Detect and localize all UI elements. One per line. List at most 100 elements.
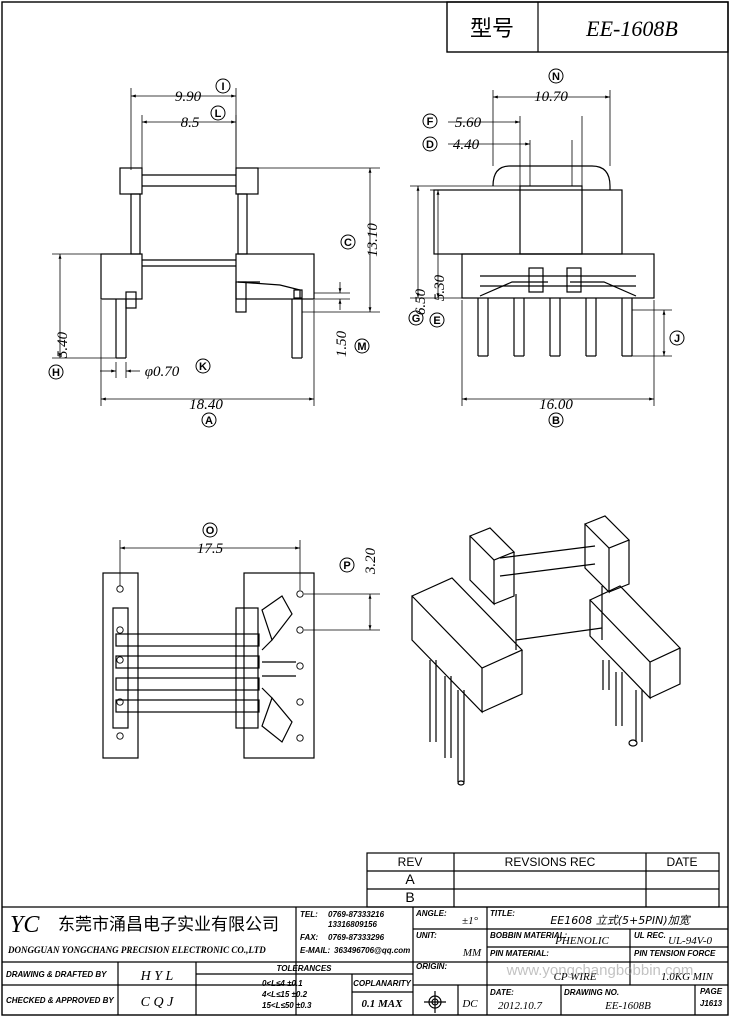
dim-1-50: 1.50: [334, 330, 350, 357]
dim-9-90: 9.90: [175, 89, 202, 105]
bottom-dim-labels: 17.5 3.20: [197, 541, 379, 575]
dim-10-70: 10.70: [534, 89, 568, 105]
page-label: PAGE: [700, 987, 723, 996]
company-info: YC 东莞市涌昌电子实业有限公司 DONGGUAN YONGCHANG PREC…: [7, 910, 410, 955]
company-logo: YC: [10, 912, 40, 938]
marker-A: A: [205, 415, 213, 427]
pin-material-label: PIN MATERIAL:: [490, 949, 549, 958]
origin-value: DC: [461, 998, 478, 1010]
bottom-pin-holes: [116, 585, 304, 742]
angle-label: ANGLE:: [415, 909, 447, 918]
drawing-no-value: EE-1608B: [604, 1000, 651, 1012]
email-label: E-MAIL:: [300, 946, 331, 955]
side-dim-labels: 10.70 5.60 4.40 6.50 5.30 16.00: [413, 89, 573, 413]
pin-material-value: CP WIRE: [554, 971, 597, 983]
front-dim-labels: 9.90 8.5 13.10 5.40 1.50 φ0.70 18.40: [55, 89, 381, 413]
tel-label: TEL:: [300, 910, 318, 919]
approval-info: DRAWING & DRAFTED BY H Y L CHECKED & APP…: [6, 964, 412, 1010]
pin-tension-value: 1.0KG MIN: [661, 971, 714, 983]
tolerance-line-2: 4<L≤15 ±0.2: [261, 990, 308, 999]
title-value: EE1608 立式(5+5PIN)加宽: [550, 914, 691, 927]
marker-N: N: [552, 71, 560, 83]
dim-5-40: 5.40: [55, 331, 71, 358]
ul-value: UL-94V-0: [668, 935, 713, 947]
dim-3-20: 3.20: [363, 547, 379, 575]
spec-info: ANGLE: ±1° UNIT: MM ORIGIN: DC TITLE: EE…: [415, 909, 723, 1012]
marker-M: M: [357, 341, 366, 353]
angle-value: ±1°: [462, 915, 479, 927]
coplanarity-value: 0.1 MAX: [362, 998, 404, 1010]
marker-E: E: [433, 315, 440, 327]
marker-I: I: [221, 81, 224, 93]
fax-value: 0769-87333296: [328, 933, 385, 942]
front-view: [100, 167, 315, 359]
marker-P: P: [343, 560, 350, 572]
marker-J: J: [674, 333, 680, 345]
rev-row-b: B: [405, 889, 414, 905]
marker-B: B: [552, 415, 560, 427]
page-value: J1613: [700, 999, 723, 1008]
bottom-markers: [202, 522, 355, 573]
bottom-dimensions: [119, 540, 380, 631]
tolerance-line-1: 0<L≤4 ±0.1: [262, 979, 303, 988]
dim-5-60: 5.60: [455, 115, 482, 131]
checked-by-label: CHECKED & APPROVED BY: [6, 996, 114, 1005]
dim-5-30: 5.30: [432, 274, 448, 301]
drawn-by-label: DRAWING & DRAFTED BY: [6, 970, 107, 979]
front-dimensions: [52, 88, 380, 406]
rev-row-a: A: [405, 871, 415, 887]
revision-text: REV REVSIONS REC DATE A B: [398, 855, 698, 905]
title-label: TITLE:: [490, 909, 515, 918]
date-label: DATE:: [490, 988, 514, 997]
title-block-grid: [2, 906, 728, 1015]
fax-label: FAX:: [300, 933, 319, 942]
dim-6-50: 6.50: [413, 288, 429, 315]
marker-D: D: [426, 139, 434, 151]
date-value: 2012.10.7: [498, 1000, 543, 1012]
model-header: 型号 EE-1608B: [446, 1, 729, 53]
side-markers: [408, 68, 685, 428]
checked-by-value: C Q J: [141, 995, 174, 1010]
marker-L: L: [215, 108, 222, 120]
tolerances-label: TOLERANCES: [277, 964, 333, 973]
email-value: 363496706@qq.com: [334, 946, 410, 955]
marker-G: G: [412, 313, 421, 325]
tel-value: 0769-87333216: [328, 910, 385, 919]
front-marker-letters: I L C H M K A: [52, 81, 367, 427]
bottom-view: [102, 572, 315, 759]
company-name-cn: 东莞市涌昌电子实业有限公司: [58, 915, 279, 935]
pin-tension-label: PIN TENSION FORCE: [634, 949, 716, 958]
marker-O: O: [206, 525, 215, 537]
dim-13-10: 13.10: [365, 223, 381, 257]
dim-4-40: 4.40: [453, 137, 480, 153]
ul-label: UL REC.: [634, 931, 666, 940]
unit-value: MM: [462, 947, 482, 959]
rev-date-header: DATE: [666, 855, 697, 869]
watermark: www.yongchangbobbin.com: [506, 962, 694, 979]
drawn-by-value: H Y L: [140, 969, 174, 984]
model-value: EE-1608B: [585, 16, 678, 41]
unit-label: UNIT:: [416, 931, 437, 940]
tel-value-2: 13316809156: [328, 920, 377, 929]
dim-18-40: 18.40: [189, 397, 223, 413]
side-dimensions: [410, 90, 672, 406]
marker-K: K: [199, 361, 207, 373]
tolerance-line-3: 15<L≤50 ±0.3: [262, 1001, 312, 1010]
dim-16-00: 16.00: [539, 397, 573, 413]
marker-C: C: [344, 237, 352, 249]
side-view: [433, 165, 655, 357]
marker-H: H: [52, 367, 60, 379]
side-marker-letters: N F D G E J B: [412, 71, 680, 427]
dim-17-5: 17.5: [197, 541, 224, 557]
bottom-marker-letters: O P: [206, 525, 351, 572]
rev-header: REV: [398, 855, 423, 869]
coplanarity-label: COPLANARITY: [353, 979, 411, 988]
origin-label: ORIGIN:: [416, 962, 447, 971]
front-markers: [48, 78, 370, 428]
marker-F: F: [427, 116, 434, 128]
company-name-en: DONGGUAN YONGCHANG PRECISION ELECTRONIC …: [7, 945, 266, 955]
rev-desc-header: REVSIONS REC: [505, 855, 596, 869]
dim-8-5: 8.5: [181, 115, 200, 131]
